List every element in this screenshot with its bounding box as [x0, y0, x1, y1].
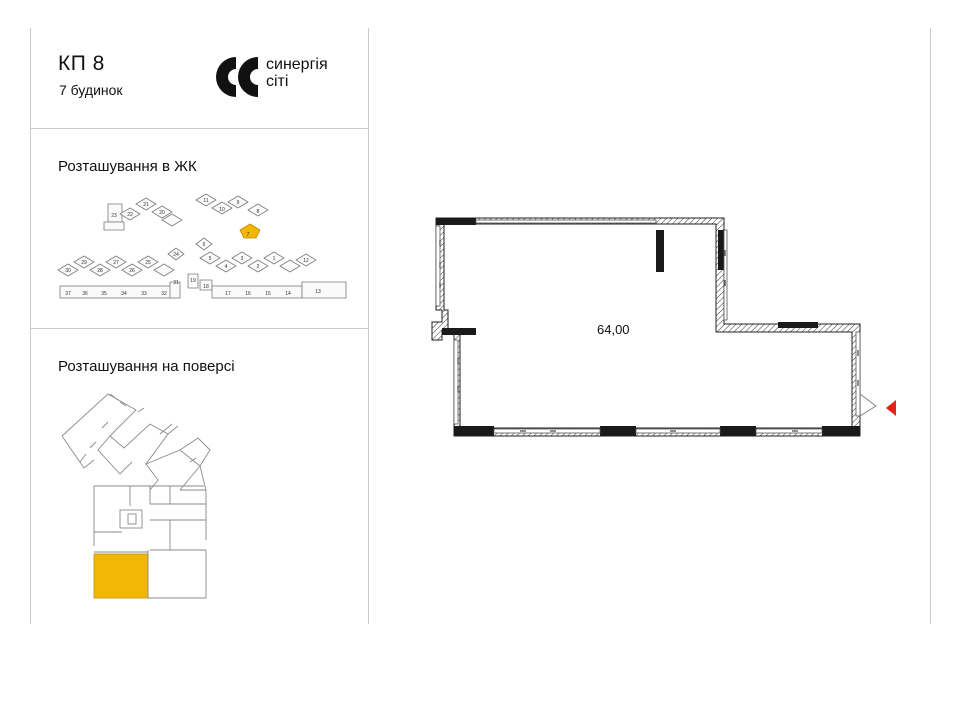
- svg-text:17: 17: [225, 291, 231, 297]
- unit-area: 64,00: [597, 322, 630, 337]
- brand-name-line1: синергія: [266, 56, 328, 73]
- unit-floor-plan: [431, 217, 896, 437]
- svg-text:29: 29: [81, 260, 87, 266]
- svg-text:23: 23: [111, 213, 117, 219]
- svg-text:13: 13: [315, 289, 321, 295]
- svg-text:37: 37: [65, 291, 71, 297]
- svg-text:3: 3: [241, 256, 244, 262]
- svg-text:22: 22: [127, 212, 133, 218]
- svg-text:7: 7: [247, 232, 250, 238]
- svg-text:26: 26: [129, 268, 135, 274]
- floor-location-map: [61, 393, 211, 599]
- brand-name-line2: сіті: [266, 73, 289, 90]
- svg-text:15: 15: [265, 291, 271, 297]
- svg-text:19: 19: [190, 278, 196, 284]
- highlighted-building: [239, 223, 261, 239]
- svg-text:9: 9: [237, 200, 240, 206]
- highlighted-unit: [93, 553, 149, 599]
- svg-text:31: 31: [173, 280, 179, 286]
- svg-text:18: 18: [203, 284, 209, 290]
- svg-text:30: 30: [65, 268, 71, 274]
- building-label: 7 будинок: [59, 82, 123, 98]
- complex-location-title: Розташування в ЖК: [58, 158, 197, 175]
- svg-text:5: 5: [209, 256, 212, 262]
- svg-text:34: 34: [121, 291, 127, 297]
- svg-text:10: 10: [219, 207, 225, 213]
- brand-logo: синергія сіті: [212, 54, 352, 100]
- svg-text:16: 16: [245, 291, 251, 297]
- svg-text:11: 11: [203, 198, 208, 204]
- entrance-arrow-icon: [886, 400, 896, 416]
- svg-text:36: 36: [82, 291, 88, 297]
- project-title: КП 8: [58, 52, 105, 75]
- svg-text:1: 1: [273, 256, 276, 262]
- brand-mark-icon: [216, 57, 258, 97]
- svg-text:35: 35: [101, 291, 107, 297]
- right-panel-border: [930, 28, 931, 624]
- svg-text:32: 32: [161, 291, 167, 297]
- svg-text:27: 27: [113, 260, 119, 266]
- svg-text:6: 6: [203, 242, 206, 248]
- floor-location-title: Розташування на поверсі: [58, 358, 235, 375]
- svg-text:21: 21: [143, 202, 149, 208]
- svg-text:4: 4: [225, 264, 228, 270]
- section-divider: [30, 328, 368, 329]
- svg-text:33: 33: [141, 291, 147, 297]
- panel-divider: [368, 28, 369, 624]
- svg-text:12: 12: [303, 258, 309, 264]
- left-panel-border: [30, 28, 31, 624]
- svg-text:2: 2: [257, 264, 260, 270]
- svg-text:8: 8: [257, 209, 260, 215]
- svg-text:20: 20: [159, 210, 165, 216]
- svg-text:14: 14: [285, 291, 291, 297]
- svg-text:25: 25: [145, 260, 151, 266]
- brand-name: синергія сіті: [266, 56, 328, 90]
- header-divider: [30, 128, 368, 129]
- svg-text:28: 28: [97, 268, 103, 274]
- svg-text:24: 24: [173, 252, 179, 258]
